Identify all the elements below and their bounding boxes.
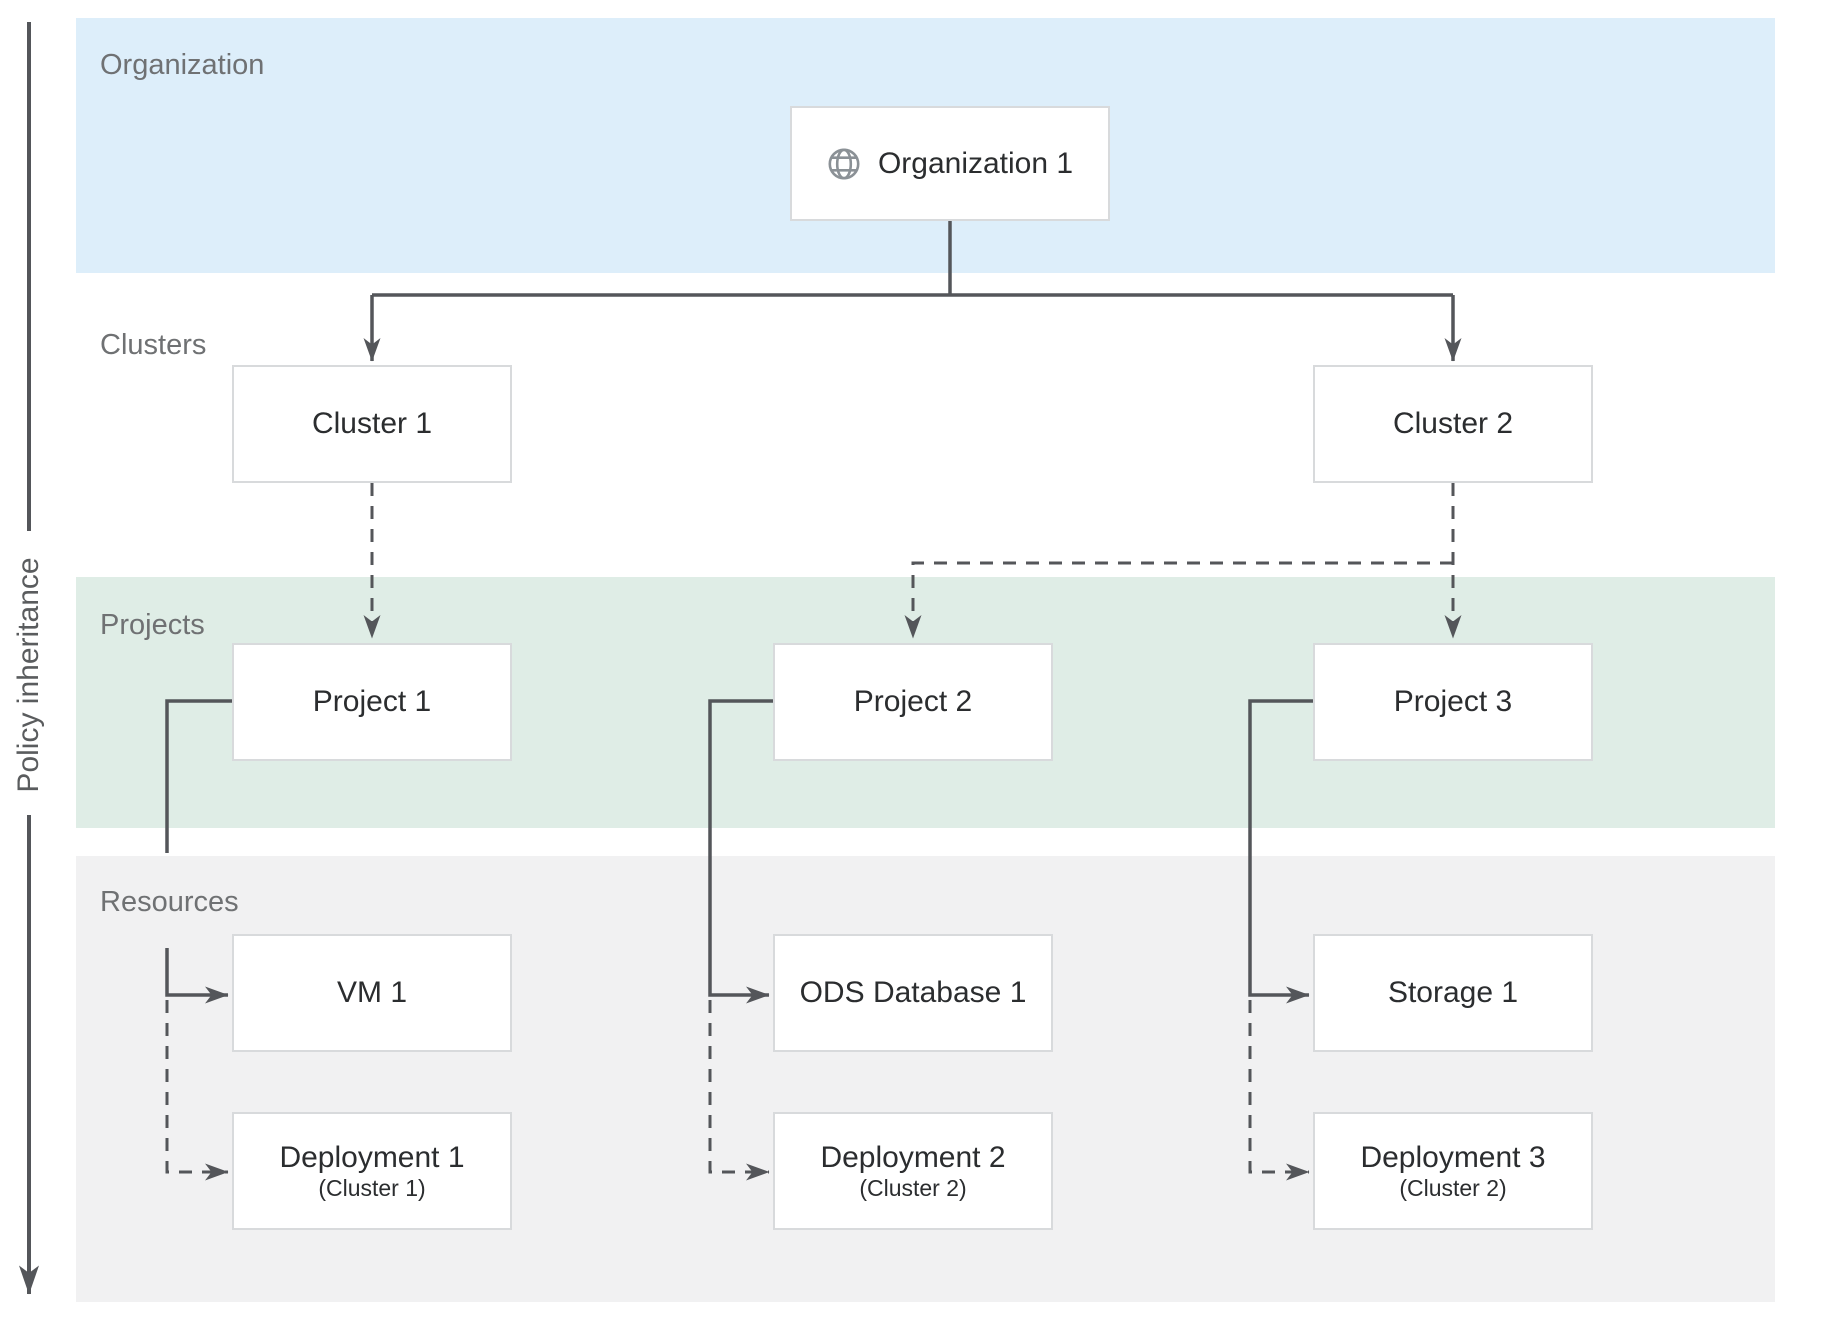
node-label: Deployment 1 bbox=[279, 1140, 465, 1174]
node-label: Project 2 bbox=[853, 685, 973, 718]
node-sublabel: (Cluster 1) bbox=[318, 1175, 426, 1202]
edge-cluster2-project2 bbox=[904, 561, 1453, 639]
band-label-organization: Organization bbox=[100, 49, 265, 81]
edge-project3-storage1 bbox=[1248, 699, 1313, 1004]
edge-project3-deployment3 bbox=[1248, 1000, 1310, 1181]
edge-project1-vm1 bbox=[165, 948, 229, 1004]
edge-project2-deployment2 bbox=[708, 1000, 770, 1181]
node-label: Deployment 3 bbox=[1360, 1140, 1546, 1174]
band-label-resources: Resources bbox=[100, 886, 239, 918]
node-project2: Project 2 bbox=[773, 643, 1053, 761]
node-cluster2: Cluster 2 bbox=[1313, 365, 1593, 483]
band-label-projects: Projects bbox=[100, 609, 205, 641]
node-label: Cluster 1 bbox=[311, 407, 433, 440]
edge-project1-drop bbox=[165, 699, 232, 853]
node-deployment1: Deployment 1 (Cluster 1) bbox=[232, 1112, 512, 1230]
node-label: Project 3 bbox=[1393, 685, 1513, 718]
node-label: ODS Database 1 bbox=[799, 976, 1027, 1009]
node-deployment2: Deployment 2 (Cluster 2) bbox=[773, 1112, 1053, 1230]
edge-project2-odsdb1 bbox=[708, 699, 773, 1004]
node-deployment3: Deployment 3 (Cluster 2) bbox=[1313, 1112, 1593, 1230]
node-vm1: VM 1 bbox=[232, 934, 512, 1052]
node-project1: Project 1 bbox=[232, 643, 512, 761]
globe-icon bbox=[827, 147, 861, 181]
edge-project1-deployment1 bbox=[165, 1000, 229, 1181]
node-cluster1: Cluster 1 bbox=[232, 365, 512, 483]
node-odsdb1: ODS Database 1 bbox=[773, 934, 1053, 1052]
node-sublabel: (Cluster 2) bbox=[1399, 1175, 1507, 1202]
node-project3: Project 3 bbox=[1313, 643, 1593, 761]
band-label-clusters: Clusters bbox=[100, 329, 207, 361]
node-storage1: Storage 1 bbox=[1313, 934, 1593, 1052]
node-label: Cluster 2 bbox=[1392, 407, 1514, 440]
node-label: Storage 1 bbox=[1387, 976, 1519, 1009]
policy-inheritance-label: Policy inheritance bbox=[12, 557, 45, 793]
node-label: Deployment 2 bbox=[820, 1140, 1006, 1174]
node-organization1: Organization 1 bbox=[790, 106, 1110, 221]
node-label: Organization 1 bbox=[877, 146, 1074, 180]
node-sublabel: (Cluster 2) bbox=[859, 1175, 967, 1202]
node-label: VM 1 bbox=[336, 976, 408, 1009]
node-label: Project 1 bbox=[312, 685, 432, 718]
